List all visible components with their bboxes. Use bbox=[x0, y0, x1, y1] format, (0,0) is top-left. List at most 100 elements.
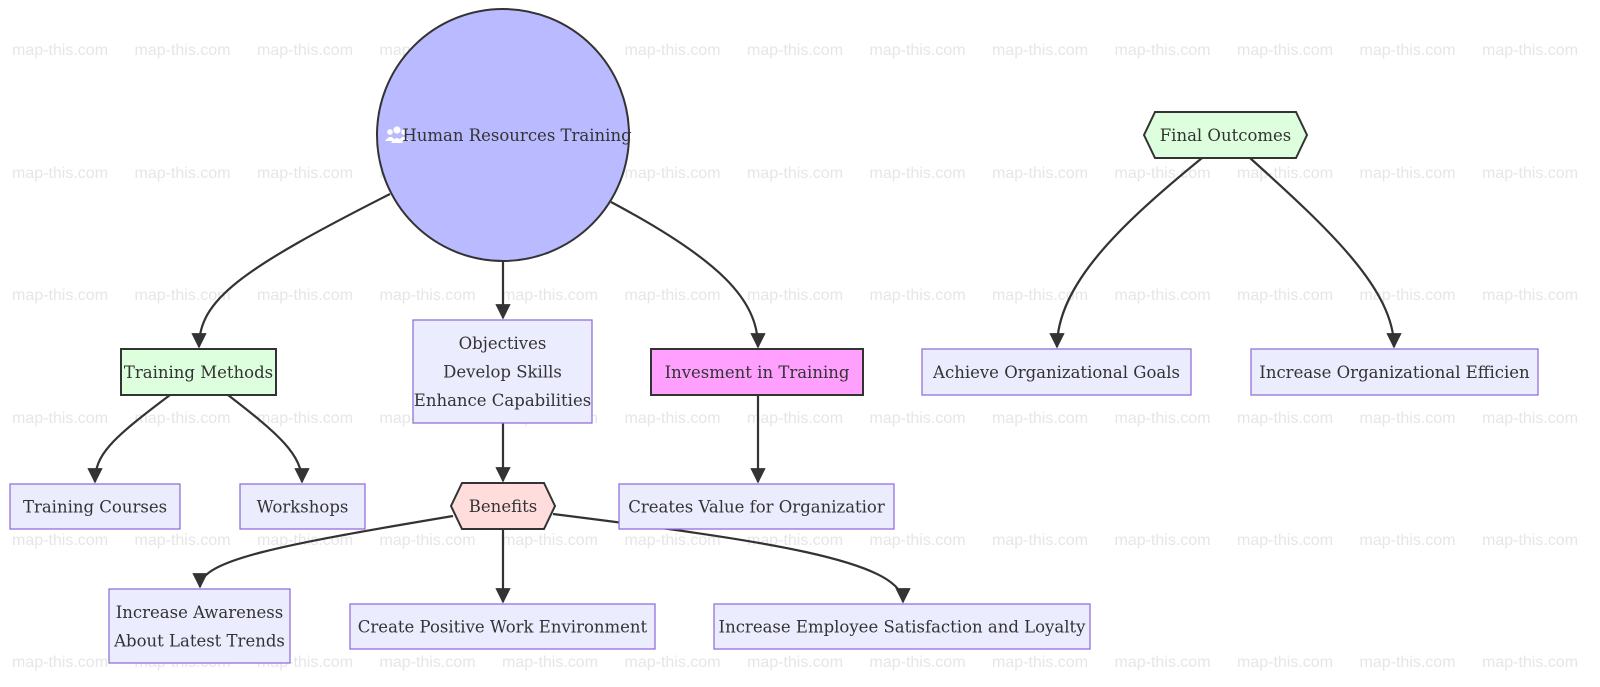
watermark-text: map-this.com bbox=[747, 654, 843, 671]
watermark-text: map-this.com bbox=[1237, 42, 1333, 59]
node-benefits-label: Benefits bbox=[469, 497, 537, 516]
watermark-text: map-this.com bbox=[870, 410, 966, 427]
watermark-text: map-this.com bbox=[747, 42, 843, 59]
edge-root-to-training-methods bbox=[191, 193, 391, 349]
watermark-text: map-this.com bbox=[135, 287, 231, 304]
node-objectives-label: Objectives bbox=[459, 334, 547, 353]
node-positive-env-shape bbox=[349, 603, 656, 650]
node-training-methods-label: Training Methods bbox=[124, 363, 273, 382]
watermark-text: map-this.com bbox=[625, 654, 721, 671]
node-investment[interactable]: Invesment in Training bbox=[650, 348, 864, 396]
watermark-text: map-this.com bbox=[1237, 287, 1333, 304]
watermark-text: map-this.com bbox=[747, 165, 843, 182]
watermark-text: map-this.com bbox=[992, 654, 1088, 671]
node-creates-value-label: Creates Value for Organizatior bbox=[628, 498, 885, 517]
watermark-text: map-this.com bbox=[1115, 165, 1211, 182]
watermark-text: map-this.com bbox=[625, 42, 721, 59]
watermark-text: map-this.com bbox=[1360, 42, 1456, 59]
watermark-text: map-this.com bbox=[992, 165, 1088, 182]
node-objectives-shape bbox=[412, 319, 593, 424]
watermark-text: map-this.com bbox=[870, 165, 966, 182]
edge-training-methods-to-workshops bbox=[227, 394, 310, 484]
watermark-text: map-this.com bbox=[257, 287, 353, 304]
node-objectives-label: Enhance Capabilities bbox=[414, 391, 591, 410]
node-root-shape bbox=[376, 8, 630, 262]
watermark-text: map-this.com bbox=[380, 654, 476, 671]
watermark-text: map-this.com bbox=[870, 654, 966, 671]
node-satisfaction-label: Increase Employee Satisfaction and Loyal… bbox=[719, 618, 1087, 637]
node-increase-awareness-label: About Latest Trends bbox=[113, 631, 285, 650]
watermark-text: map-this.com bbox=[380, 287, 476, 304]
watermark-text: map-this.com bbox=[625, 165, 721, 182]
watermark-text: map-this.com bbox=[625, 532, 721, 549]
node-workshops[interactable]: Workshops bbox=[239, 483, 366, 530]
watermark-text: map-this.com bbox=[1237, 410, 1333, 427]
node-training-courses-label: Training Courses bbox=[23, 498, 167, 517]
watermark-text: map-this.com bbox=[1360, 287, 1456, 304]
node-training-methods[interactable]: Training Methods bbox=[120, 348, 277, 396]
watermark-text: map-this.com bbox=[1482, 42, 1578, 59]
watermark-text: map-this.com bbox=[135, 165, 231, 182]
watermark-text: map-this.com bbox=[1115, 654, 1211, 671]
edge-layer bbox=[87, 157, 1402, 604]
node-benefits-shape bbox=[449, 482, 557, 530]
edge-training-methods-to-training-courses bbox=[87, 394, 171, 484]
node-positive-env-label: Create Positive Work Environment bbox=[358, 618, 648, 637]
node-achieve-goals-label: Achieve Organizational Goals bbox=[932, 363, 1180, 382]
node-increase-awareness-label: Increase Awareness bbox=[116, 603, 283, 622]
users-icon bbox=[385, 126, 409, 143]
node-root[interactable]: Human Resources Training bbox=[376, 8, 632, 262]
watermark-text: map-this.com bbox=[625, 410, 721, 427]
node-training-courses-shape bbox=[9, 483, 181, 530]
watermark-text: map-this.com bbox=[502, 532, 598, 549]
watermark-text: map-this.com bbox=[1115, 42, 1211, 59]
watermark-text: map-this.com bbox=[1360, 654, 1456, 671]
node-objectives-label: Develop Skills bbox=[443, 363, 562, 382]
watermark-text: map-this.com bbox=[1237, 165, 1333, 182]
watermark-text: map-this.com bbox=[992, 42, 1088, 59]
watermark-text: map-this.com bbox=[1360, 532, 1456, 549]
node-final-outcomes-shape bbox=[1142, 111, 1309, 159]
watermark-text: map-this.com bbox=[625, 287, 721, 304]
watermark-text: map-this.com bbox=[257, 410, 353, 427]
watermark-text: map-this.com bbox=[870, 532, 966, 549]
watermark-text: map-this.com bbox=[502, 287, 598, 304]
watermark-text: map-this.com bbox=[870, 287, 966, 304]
node-investment-label: Invesment in Training bbox=[665, 363, 850, 382]
node-training-courses[interactable]: Training Courses bbox=[9, 483, 181, 530]
watermark-text: map-this.com bbox=[1237, 532, 1333, 549]
node-benefits[interactable]: Benefits bbox=[449, 482, 557, 530]
watermark-text: map-this.com bbox=[1482, 165, 1578, 182]
node-increase-efficiency[interactable]: Increase Organizational Efficien bbox=[1250, 348, 1539, 396]
watermark-text: map-this.com bbox=[135, 42, 231, 59]
watermark-text: map-this.com bbox=[1115, 532, 1211, 549]
watermark-text: map-this.com bbox=[747, 287, 843, 304]
node-training-methods-shape bbox=[120, 348, 277, 396]
watermark-text: map-this.com bbox=[747, 532, 843, 549]
node-increase-efficiency-shape bbox=[1250, 348, 1539, 396]
watermark-text: map-this.com bbox=[257, 532, 353, 549]
watermark-text: map-this.com bbox=[1482, 654, 1578, 671]
node-creates-value-shape bbox=[618, 483, 895, 530]
watermark-text: map-this.com bbox=[12, 42, 108, 59]
node-creates-value[interactable]: Creates Value for Organizatior bbox=[618, 483, 895, 530]
node-positive-env[interactable]: Create Positive Work Environment bbox=[349, 603, 656, 650]
node-achieve-goals[interactable]: Achieve Organizational Goals bbox=[921, 348, 1192, 396]
node-achieve-goals-shape bbox=[921, 348, 1192, 396]
watermark-text: map-this.com bbox=[502, 654, 598, 671]
watermark-text: map-this.com bbox=[12, 410, 108, 427]
watermark-text: map-this.com bbox=[992, 287, 1088, 304]
node-workshops-label: Workshops bbox=[257, 498, 349, 517]
node-satisfaction[interactable]: Increase Employee Satisfaction and Loyal… bbox=[713, 603, 1091, 650]
watermark-text: map-this.com bbox=[1482, 410, 1578, 427]
watermark-text: map-this.com bbox=[135, 410, 231, 427]
edge-benefits-to-increase-awareness bbox=[192, 514, 454, 589]
watermark-text: map-this.com bbox=[1482, 532, 1578, 549]
watermark-text: map-this.com bbox=[992, 410, 1088, 427]
node-final-outcomes[interactable]: Final Outcomes bbox=[1142, 111, 1309, 159]
watermark-text: map-this.com bbox=[1115, 410, 1211, 427]
